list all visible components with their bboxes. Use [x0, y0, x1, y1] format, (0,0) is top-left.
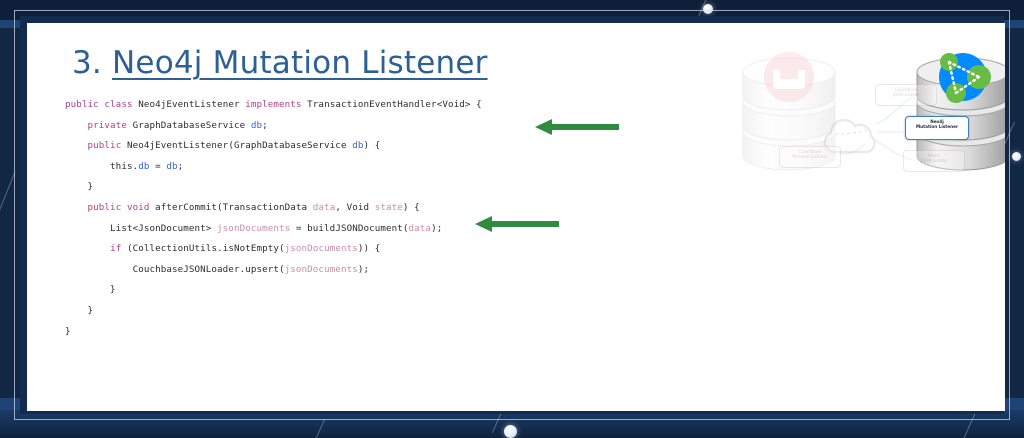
- code-token: data: [408, 222, 432, 234]
- code-token: Neo4jEventListener: [138, 99, 246, 110]
- code-token: = buildJSONDocument(: [290, 222, 409, 234]
- code-token: TransactionEventHandler<Void> {: [307, 99, 482, 110]
- title-index: 3.: [72, 45, 113, 81]
- decorative-dot: [504, 425, 517, 438]
- code-token: state: [374, 201, 403, 213]
- code-token: (CollectionUtils.isNotEmpty(: [126, 243, 285, 255]
- code-token: if: [110, 243, 127, 255]
- code-token: }: [65, 325, 71, 337]
- code-token: [65, 202, 88, 213]
- code-token: public: [87, 140, 127, 152]
- code-token: public class: [65, 99, 139, 110]
- code-token: jsonDocuments: [284, 243, 358, 255]
- code-line: }: [65, 177, 482, 198]
- code-token: GraphDatabaseService: [132, 119, 251, 131]
- code-token: }: [65, 284, 116, 296]
- decorative-dot: [1012, 152, 1021, 161]
- code-token: List<JsonDocument>: [65, 222, 218, 234]
- arrow-class-declaration-icon: [535, 119, 619, 135]
- code-line: this.db = db;: [65, 157, 482, 178]
- code-token: }: [65, 181, 94, 193]
- code-token: ) {: [363, 140, 381, 152]
- code-token: db: [166, 160, 178, 172]
- code-line: public Neo4jEventListener(GraphDatabaseS…: [65, 136, 482, 157]
- code-line: private GraphDatabaseService db;: [65, 116, 482, 137]
- neo4j-json-loader-label: Neo4j JSON Loader: [903, 150, 965, 172]
- code-token: public void: [87, 201, 156, 213]
- code-token: }: [65, 304, 94, 316]
- code-line: List<JsonDocument> jsonDocuments = build…: [65, 219, 482, 240]
- slide-content-card: 3. Neo4j Mutation Listener public class …: [27, 23, 1005, 411]
- couchbase-json-loader-label: Couchbase JSON Loader: [875, 84, 937, 106]
- code-token: );: [357, 263, 370, 275]
- arrow-after-commit-icon: [475, 216, 559, 232]
- code-token: data: [312, 201, 336, 213]
- code-block: public class Neo4jEventListener implemen…: [65, 95, 482, 342]
- couchbase-mutation-listener-label: Couchbase MutationListener: [779, 146, 841, 168]
- code-token: ) {: [402, 201, 420, 213]
- code-token: ;: [262, 119, 268, 131]
- code-line: public class Neo4jEventListener implemen…: [65, 95, 482, 116]
- page-title: 3. Neo4j Mutation Listener: [72, 45, 488, 81]
- decorative-streak: [311, 419, 326, 438]
- code-token: db: [138, 160, 150, 172]
- code-line: public void afterCommit(TransactionData …: [65, 198, 482, 219]
- code-token: afterCommit(TransactionData: [155, 201, 313, 213]
- code-token: )) {: [357, 243, 381, 255]
- code-token: [65, 243, 110, 254]
- code-token: Neo4jEventListener(GraphDatabaseService: [126, 140, 353, 152]
- code-token: ;: [177, 160, 184, 172]
- code-token: , Void: [335, 201, 375, 213]
- background-band-bottom: [0, 410, 1024, 438]
- decorative-streak: [0, 171, 16, 215]
- network-cloud-icon: [823, 118, 876, 154]
- title-main: Neo4j Mutation Listener: [112, 45, 488, 81]
- code-token: =: [149, 160, 167, 172]
- code-line: }: [65, 280, 482, 301]
- couchbase-database-cylinder-icon: [742, 52, 836, 171]
- code-token: [65, 120, 88, 131]
- architecture-diagram: Couchbase MutationListener Couchbase JSO…: [717, 28, 1005, 178]
- code-token: db: [352, 140, 364, 152]
- code-line: if (CollectionUtils.isNotEmpty(jsonDocum…: [65, 239, 482, 260]
- code-line: CouchbaseJSONLoader.upsert(jsonDocuments…: [65, 260, 482, 281]
- neo4j-mutation-listener-label: Neo4j Mutation Listener: [905, 116, 969, 140]
- decorative-dot: [703, 4, 713, 14]
- code-token: implements: [245, 99, 308, 110]
- code-line: }: [65, 301, 482, 322]
- code-token: CouchbaseJSONLoader.upsert(: [65, 263, 285, 275]
- code-line: }: [65, 322, 482, 343]
- code-token: jsonDocuments: [284, 263, 358, 275]
- code-token: [65, 140, 88, 151]
- code-token: this.: [65, 160, 139, 172]
- code-token: );: [431, 222, 443, 234]
- code-token: db: [250, 119, 263, 131]
- code-token: private: [87, 119, 133, 131]
- code-token: jsonDocuments: [217, 222, 291, 234]
